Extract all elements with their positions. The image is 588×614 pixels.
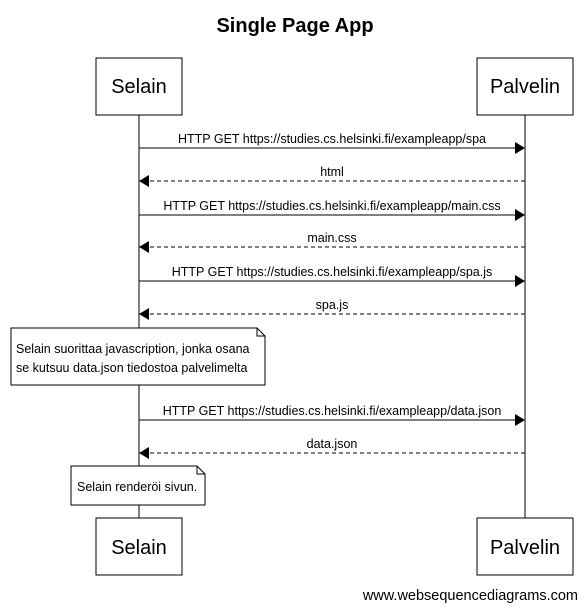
note-shape [70,465,206,506]
note-shape [10,327,266,386]
message-label: main.css [307,231,356,245]
participant-label-right: Palvelin [490,76,560,98]
message-label: HTTP GET https://studies.cs.helsinki.fi/… [163,404,502,418]
message-response: html [139,165,525,187]
message-label: HTTP GET https://studies.cs.helsinki.fi/… [163,199,500,213]
participant-box [476,57,574,116]
message-request: HTTP GET https://studies.cs.helsinki.fi/… [139,199,525,221]
note-line: se kutsuu data.json tiedostoa palvelimel… [16,361,247,375]
message-label: HTTP GET https://studies.cs.helsinki.fi/… [178,132,486,146]
participant-label-left: Selain [111,76,167,98]
participant-top-right: Palvelin [476,57,574,116]
participant-label-left: Selain [111,537,167,559]
participant-label-right: Palvelin [490,537,560,559]
message-request: HTTP GET https://studies.cs.helsinki.fi/… [139,132,525,154]
note-fold [196,466,205,475]
participant-bottom-left: Selain [95,517,183,576]
message-request: HTTP GET https://studies.cs.helsinki.fi/… [139,265,525,287]
participant-box [476,517,574,576]
note-box: Selain suorittaa javascription, jonka os… [10,327,266,386]
message-label: HTTP GET https://studies.cs.helsinki.fi/… [172,265,493,279]
participant-box [95,57,183,116]
footer-watermark: www.websequencediagrams.com [362,588,578,604]
participant-bottom-right: Palvelin [476,517,574,576]
message-response: data.json [139,437,525,459]
note-line: Selain suorittaa javascription, jonka os… [16,342,250,356]
message-label: spa.js [316,298,349,312]
message-request: HTTP GET https://studies.cs.helsinki.fi/… [139,404,525,426]
note-fold [256,328,265,337]
message-response: main.css [139,231,525,253]
note-line: Selain renderöi sivun. [77,480,197,494]
diagram-title: Single Page App [216,15,373,37]
participant-top-left: Selain [95,57,183,116]
message-label: html [320,165,344,179]
message-response: spa.js [139,298,525,320]
message-label: data.json [307,437,358,451]
note-box: Selain renderöi sivun. [70,465,206,506]
participant-box [95,517,183,576]
